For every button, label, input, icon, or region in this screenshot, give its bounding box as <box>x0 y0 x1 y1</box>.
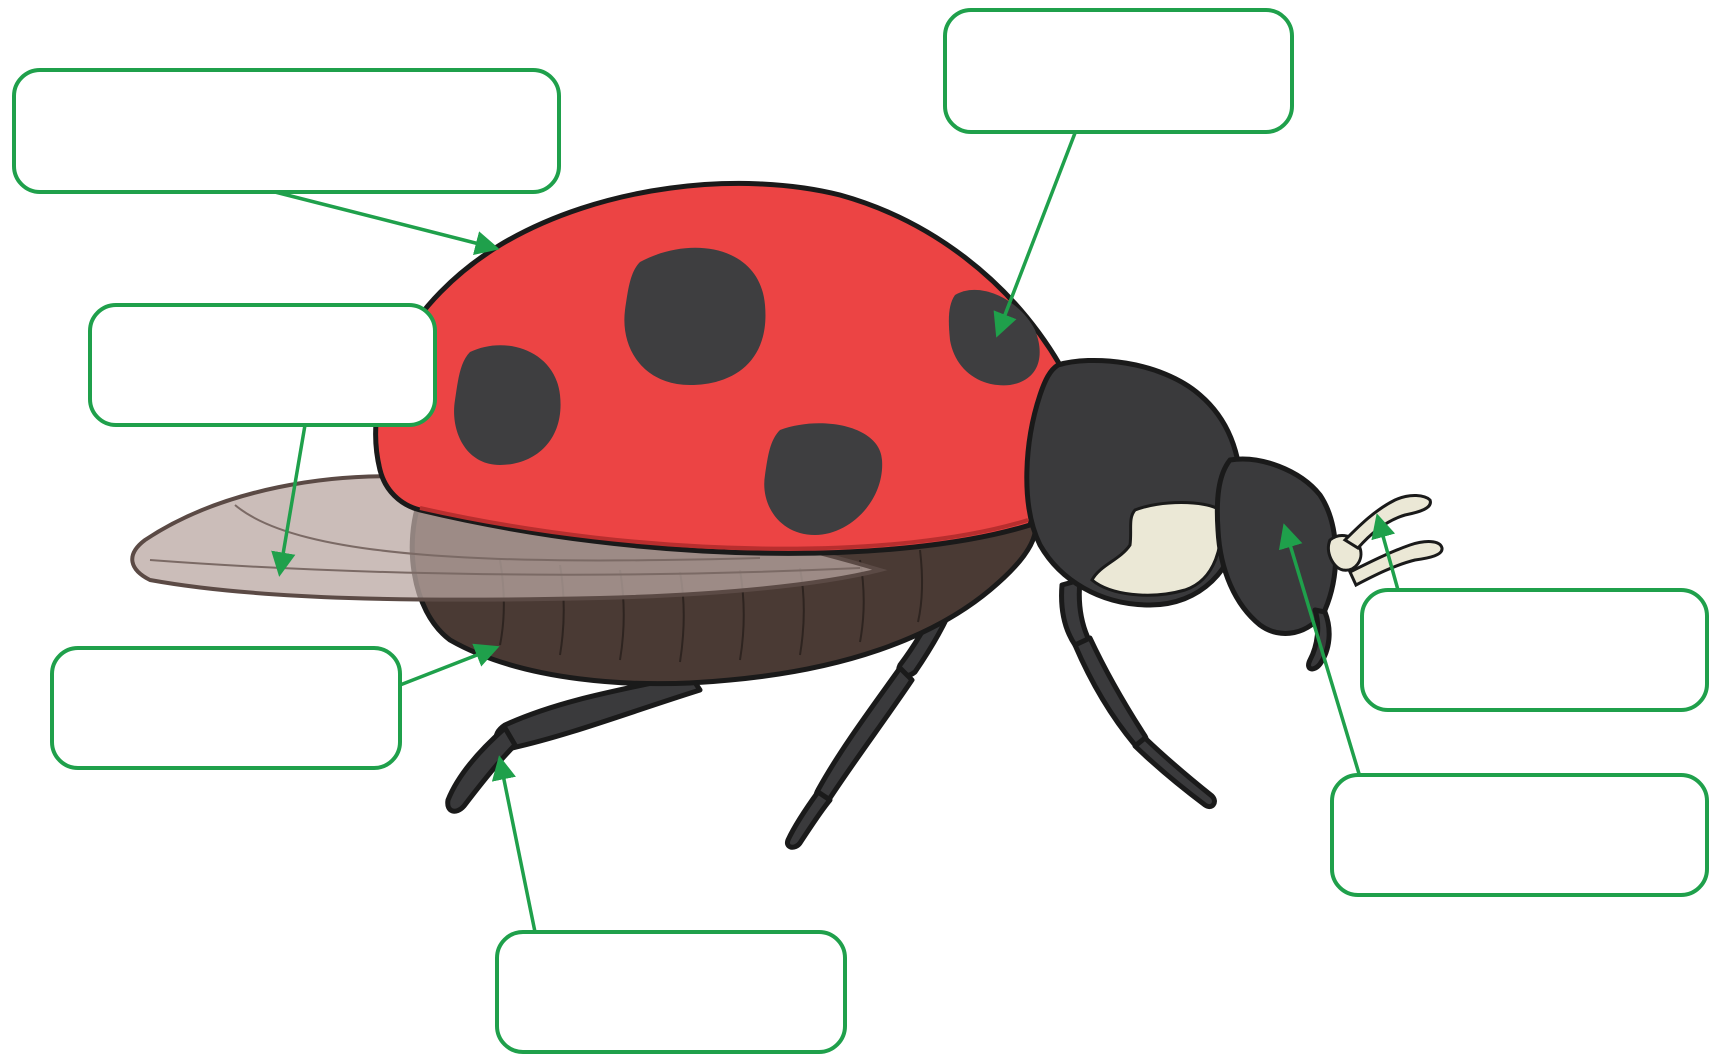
leader-abdomen <box>400 648 495 685</box>
antenna-upper <box>1345 495 1430 548</box>
label-box-wing[interactable] <box>90 305 435 425</box>
front-leg <box>1062 580 1215 807</box>
spot <box>454 345 560 465</box>
leader-shell <box>275 192 495 248</box>
label-box-eye[interactable] <box>1332 775 1707 895</box>
label-box-shell[interactable] <box>14 70 559 192</box>
label-box-antenna[interactable] <box>1362 590 1707 710</box>
label-box-abdomen[interactable] <box>52 648 400 768</box>
spot <box>624 248 765 385</box>
hind-leg <box>448 675 700 811</box>
label-box-leg[interactable] <box>497 932 845 1052</box>
leader-leg <box>500 760 535 932</box>
label-box-spot[interactable] <box>945 10 1292 132</box>
head <box>1217 459 1335 633</box>
leader-spot <box>998 133 1075 333</box>
